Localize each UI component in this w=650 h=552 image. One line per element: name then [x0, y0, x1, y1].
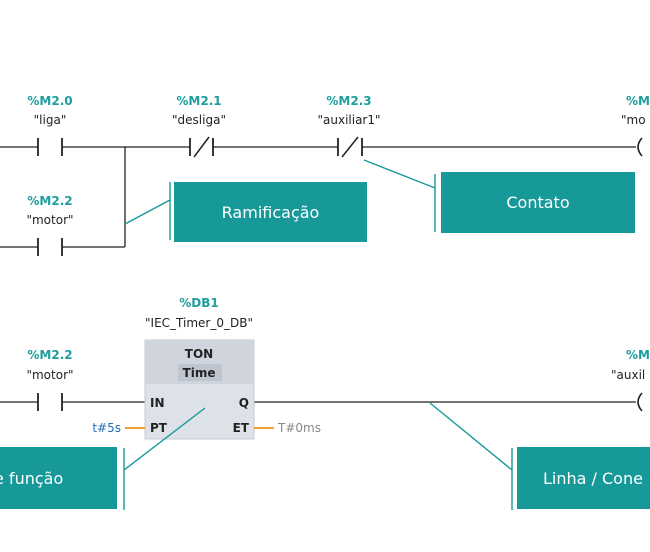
contact-desliga[interactable]: %M2.1 "desliga"	[172, 94, 226, 158]
contact-desliga-address: %M2.1	[176, 94, 221, 108]
contact-motor-network2-address: %M2.2	[27, 348, 72, 362]
contact-auxiliar1-address: %M2.3	[326, 94, 371, 108]
timer-type-label: TON	[185, 347, 213, 361]
network1-wires	[0, 146, 636, 248]
contact-motor-network2-tag: "motor"	[26, 368, 73, 382]
timer-instance-name: "IEC_Timer_0_DB"	[145, 316, 253, 330]
coil-motor[interactable]: %M "mo	[621, 94, 650, 157]
timer-pin-et: ET	[233, 421, 250, 435]
callout-ramificacao-label: Ramificação	[221, 202, 320, 222]
et-param-value[interactable]: T#0ms	[277, 421, 321, 435]
contact-auxiliar1[interactable]: %M2.3 "auxiliar1"	[317, 94, 381, 158]
pt-param-value[interactable]: t#5s	[92, 421, 121, 435]
callout-funcao-label: e função	[0, 468, 64, 488]
callout-ramificacao: Ramificação	[174, 182, 367, 242]
coil-auxiliar-address: %M	[626, 348, 650, 362]
ton-timer-block[interactable]: %DB1 "IEC_Timer_0_DB" TON Time IN PT Q E…	[144, 296, 255, 440]
coil-motor-arc	[637, 137, 643, 157]
timer-pin-in: IN	[150, 396, 165, 410]
timer-pin-pt: PT	[150, 421, 168, 435]
callout-contato: Contato	[441, 172, 635, 233]
contact-motor-branch-tag: "motor"	[26, 213, 73, 227]
coil-motor-address: %M	[626, 94, 650, 108]
contact-motor-network2[interactable]: %M2.2 "motor"	[26, 348, 74, 411]
contact-liga-tag: "liga"	[34, 113, 67, 127]
coil-auxiliar-arc	[637, 392, 643, 412]
callout-funcao: e função	[0, 447, 117, 509]
contact-liga[interactable]: %M2.0 "liga"	[27, 94, 73, 156]
timer-pin-q: Q	[239, 396, 249, 410]
contact-motor-branch[interactable]: %M2.2 "motor"	[26, 194, 74, 256]
callout-linha: Linha / Cone	[517, 447, 650, 509]
contact-auxiliar1-slash	[341, 136, 359, 158]
timer-subtype-box[interactable]	[178, 364, 222, 381]
timer-subtype-label: Time	[183, 366, 216, 380]
coil-auxiliar-tag: "auxil	[611, 368, 645, 382]
timer-instance-address: %DB1	[179, 296, 218, 310]
coil-auxiliar[interactable]: %M "auxil	[611, 348, 650, 412]
contact-motor-branch-address: %M2.2	[27, 194, 72, 208]
callout-leaders	[123, 159, 513, 510]
contact-liga-address: %M2.0	[27, 94, 72, 108]
coil-motor-tag: "mo	[621, 113, 646, 127]
callout-linha-label: Linha / Cone	[543, 468, 643, 488]
contact-desliga-slash	[193, 136, 210, 158]
callout-contato-label: Contato	[506, 193, 570, 212]
contact-desliga-tag: "desliga"	[172, 113, 226, 127]
contact-auxiliar1-tag: "auxiliar1"	[317, 113, 380, 127]
